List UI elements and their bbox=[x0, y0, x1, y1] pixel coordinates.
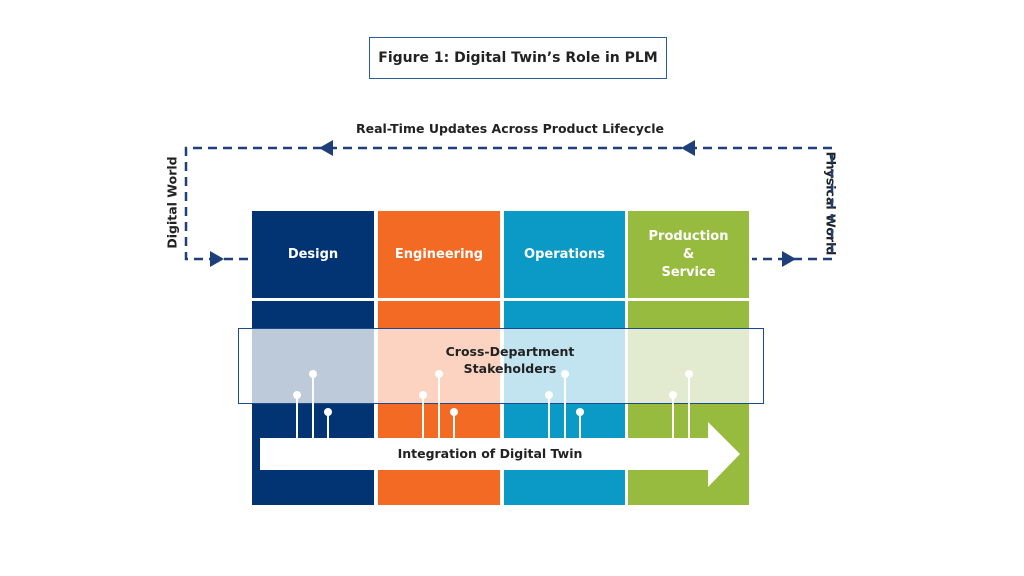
connector-pin-dot bbox=[309, 370, 317, 378]
connector-pin-dot bbox=[293, 391, 301, 399]
figure-title: Figure 1: Digital Twin’s Role in PLM bbox=[369, 37, 667, 79]
stakeholders-label-line2: Stakeholders bbox=[463, 361, 557, 376]
loop-arrow-right-icon bbox=[782, 251, 796, 267]
loop-path bbox=[184, 146, 834, 261]
loop-label: Real-Time Updates Across Product Lifecyc… bbox=[355, 121, 665, 136]
connector-pin-dot bbox=[450, 408, 458, 416]
connector-pin-dot bbox=[324, 408, 332, 416]
loop-arrow-right-icon bbox=[210, 251, 224, 267]
stage-engineering: Engineering bbox=[378, 211, 500, 298]
stakeholders-label-line1: Cross-Department bbox=[445, 344, 575, 359]
integration-arrow bbox=[260, 422, 740, 487]
stage-production-service: Production &Service bbox=[628, 211, 749, 298]
loop-arrow-left-icon bbox=[319, 140, 333, 156]
connector-pin-dot bbox=[435, 370, 443, 378]
loop-arrow-left-icon bbox=[681, 140, 695, 156]
connector-pin-dot bbox=[685, 370, 693, 378]
connector-pin-dot bbox=[419, 391, 427, 399]
stage-design: Design bbox=[252, 211, 374, 298]
connector-pin-dot bbox=[561, 370, 569, 378]
stakeholders-label: Cross-Department Stakeholders bbox=[380, 343, 640, 377]
connector-pin-dot bbox=[669, 391, 677, 399]
integration-label: Integration of Digital Twin bbox=[397, 446, 583, 461]
connector-pin-dot bbox=[576, 408, 584, 416]
stakeholders-box bbox=[238, 328, 764, 404]
stage-operations: Operations bbox=[504, 211, 625, 298]
connector-pin-dot bbox=[545, 391, 553, 399]
connector-pins bbox=[293, 370, 693, 438]
